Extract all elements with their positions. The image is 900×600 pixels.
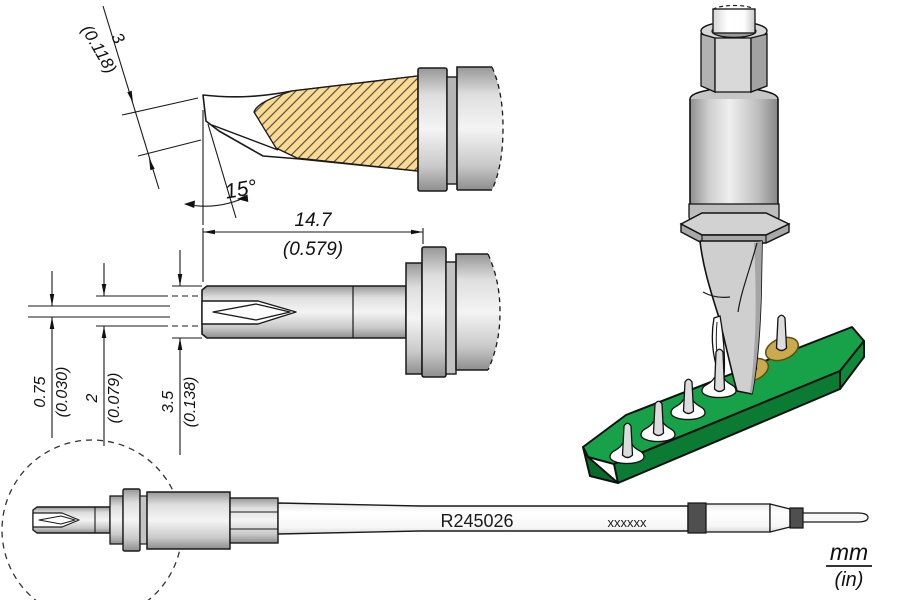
dim-length-in: (0.579) — [283, 239, 343, 260]
extension-line — [172, 285, 202, 339]
ring — [405, 262, 423, 375]
upper-shaft — [712, 8, 756, 34]
pcb-right-end-face — [839, 340, 865, 390]
angle-annotation: 15° — [184, 110, 259, 225]
arrowhead — [184, 200, 195, 208]
blade-crease — [737, 242, 758, 313]
end-cylinder-edges — [455, 253, 488, 371]
arrowhead — [237, 194, 249, 202]
units-note: mm (in) — [826, 539, 872, 591]
iso-tool — [679, 4, 791, 395]
main-cylinder — [689, 99, 779, 220]
rear-cylinder — [705, 503, 771, 533]
pin — [775, 314, 788, 352]
angle-label: 15° — [223, 176, 258, 204]
end-cylinder — [456, 254, 500, 370]
extension-line — [121, 97, 199, 116]
arrowhead — [177, 338, 183, 350]
arrowhead — [101, 284, 107, 296]
dim-groove-mm: 2 — [84, 393, 101, 403]
pcb-left-end-face — [582, 446, 619, 484]
section-view: 3 (0.118) 15° — [78, 5, 504, 225]
dim-length-mm: 14.7 — [295, 210, 333, 231]
body-cylinder — [146, 491, 231, 550]
section-flange — [417, 67, 448, 192]
serial-mask: xxxxxx — [608, 515, 648, 530]
dimension-length: 14.7 (0.579) — [202, 210, 424, 282]
arrowhead — [177, 274, 183, 286]
cone-shoulder — [702, 291, 731, 298]
section-groove — [446, 76, 458, 185]
nut-front-faces — [680, 222, 790, 244]
pin — [621, 422, 634, 459]
tip-slot-leaf — [212, 303, 291, 321]
dimension-slot-width: 0.75 (0.030) — [28, 271, 170, 438]
dim-diameter-in: (0.138) — [182, 377, 199, 428]
hex-facet-lines — [230, 511, 278, 530]
rear-taper — [769, 503, 791, 533]
tip-slot-leaf — [38, 515, 76, 525]
flange — [421, 246, 447, 378]
pin — [652, 400, 665, 437]
arrowhead — [101, 326, 107, 338]
dim-slot-in: (0.030) — [54, 367, 71, 418]
extension-line — [202, 228, 424, 282]
arrowhead — [411, 229, 423, 235]
dim-groove-in: (0.079) — [106, 373, 123, 424]
section-end-cylinder-edges — [456, 66, 492, 191]
arrowhead — [203, 229, 215, 235]
hex-face-left — [700, 33, 716, 93]
arrowhead — [149, 158, 155, 171]
part-number: R245026 — [440, 511, 513, 531]
pin — [713, 348, 726, 393]
break-line — [487, 253, 501, 371]
arrowhead — [49, 317, 55, 329]
arrowhead — [49, 294, 55, 306]
spacer — [139, 495, 148, 545]
pin — [682, 378, 695, 415]
extension-line — [96, 295, 162, 327]
cartridge-view: R245026 xxxxxx — [1, 439, 869, 600]
hex-face-right — [750, 33, 768, 93]
iso-view — [582, 4, 865, 484]
dim-diameter-mm: 3.5 — [160, 391, 177, 413]
unit-secondary: (in) — [835, 569, 864, 591]
unit-primary: mm — [830, 539, 868, 565]
slot-inner-edge — [211, 124, 279, 151]
hex-face-center — [714, 37, 752, 93]
spacer — [445, 261, 457, 375]
dimension-diameter: 3.5 (0.138) — [160, 250, 202, 455]
section-break-line — [491, 66, 504, 191]
dim-slot-mm: 0.75 — [32, 376, 49, 407]
soldered-pins — [609, 348, 737, 465]
flange — [122, 488, 141, 552]
ring — [109, 495, 124, 545]
side-view: 14.7 (0.579) 0.75 (0.030) 2 (0.079) — [28, 210, 501, 455]
hex-section — [229, 497, 279, 544]
section-hatch-region — [253, 75, 419, 172]
dimension-groove-width: 2 (0.079) — [84, 263, 162, 446]
arrowhead — [127, 90, 133, 103]
section-end-cylinder — [457, 67, 503, 190]
blade-right-shade — [750, 241, 762, 394]
upper-shaft-break — [712, 4, 756, 11]
dark-band — [687, 502, 707, 534]
dark-band — [789, 507, 804, 529]
contact-pin — [802, 512, 869, 523]
